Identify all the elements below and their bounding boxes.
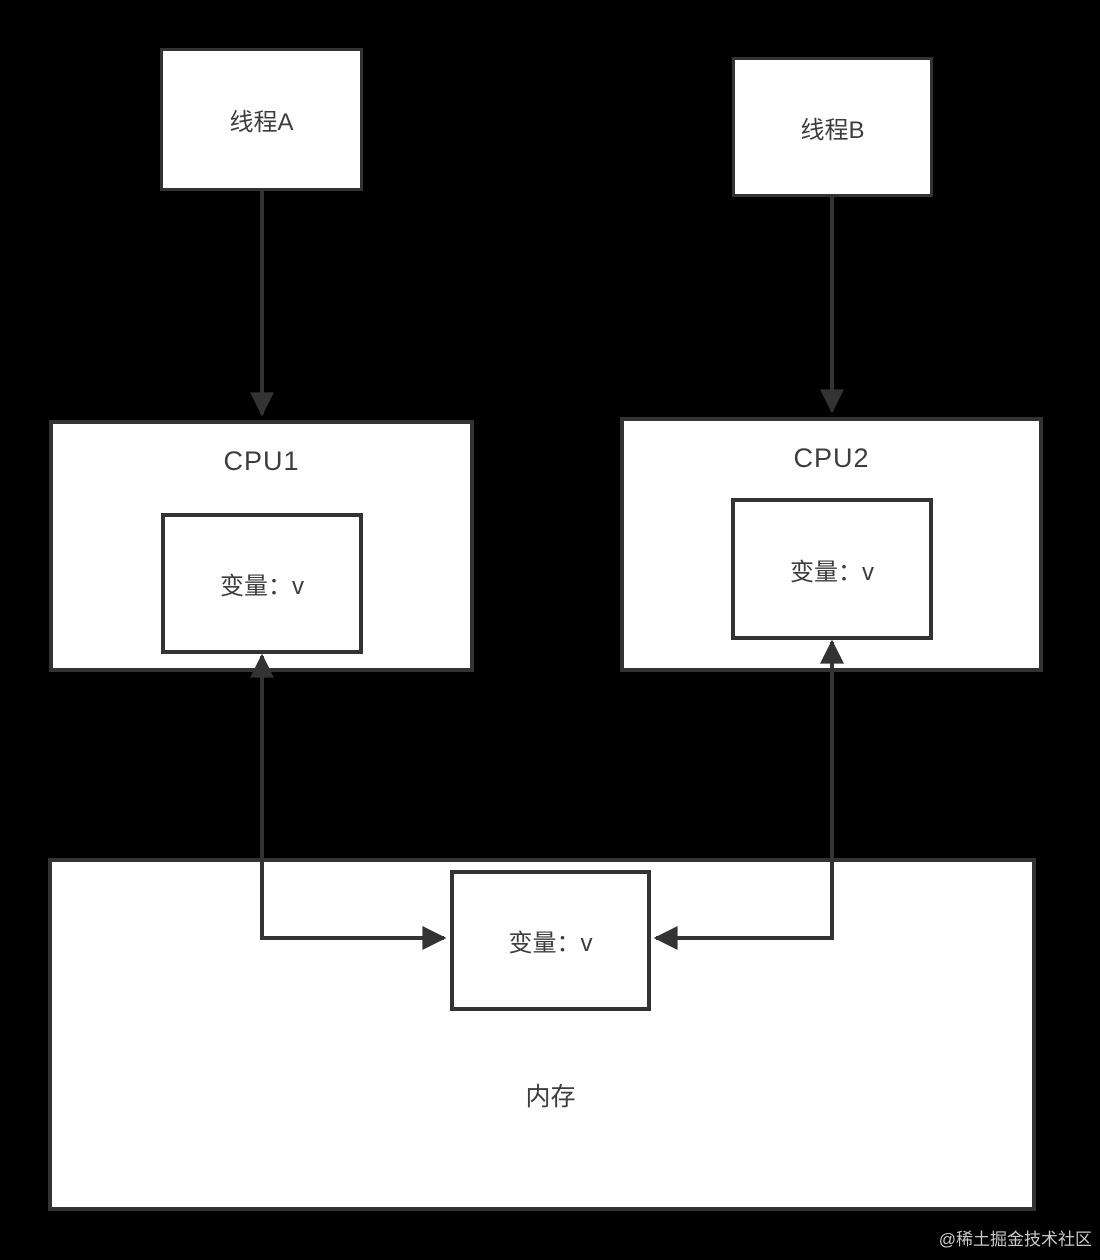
thread-a-box: 线程A [160,48,363,191]
thread-b-label: 线程B [800,116,865,144]
cpu1-variable-label: 变量：v [220,573,304,600]
cpu2-label: CPU2 [793,443,870,473]
cpu2-variable-box: 变量：v [731,498,933,640]
memory-variable-label: 变量：v [508,930,593,957]
memory-variable-box: 变量：v [450,870,651,1011]
cpu1-box: CPU1 变量：v [49,420,474,672]
cpu1-variable-box: 变量：v [161,513,363,654]
watermark: @稀土掘金技术社区 [938,1230,1092,1249]
thread-a-label: 线程A [229,109,294,136]
thread-b-box: 线程B [732,57,933,197]
memory-box: 变量：v 内存 [48,858,1036,1211]
cpu2-box: CPU2 变量：v [620,417,1043,672]
cpu2-variable-label: 变量：v [790,558,874,586]
memory-label: 内存 [525,1083,576,1111]
cpu1-label: CPU1 [223,446,300,476]
